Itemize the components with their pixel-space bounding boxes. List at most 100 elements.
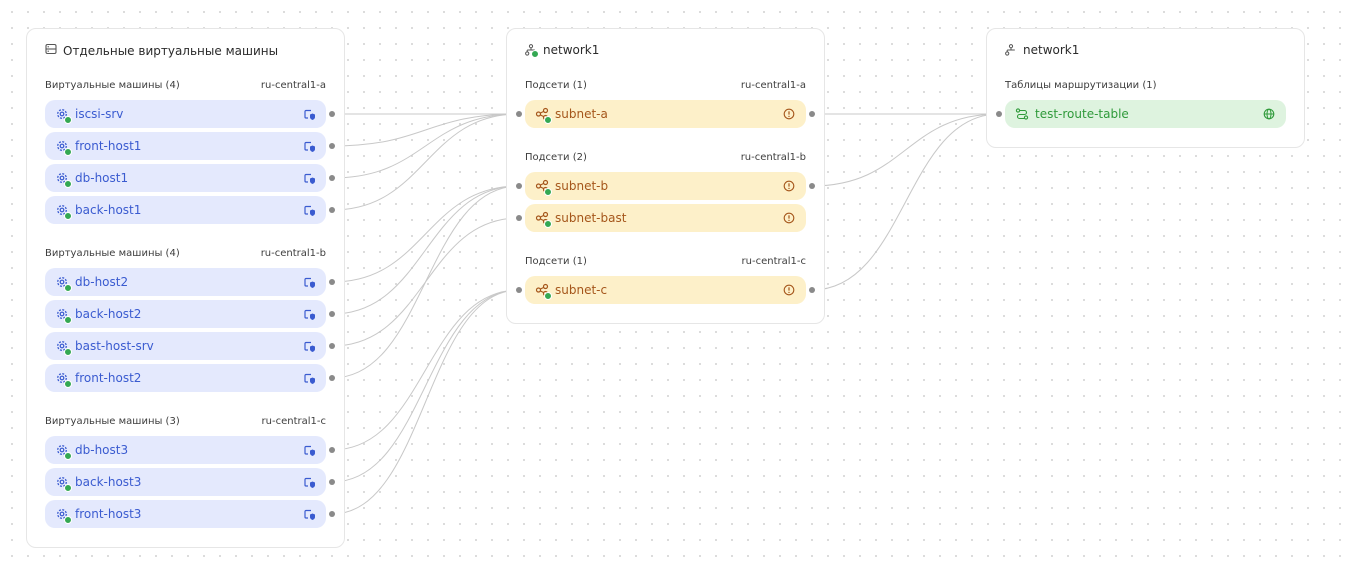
vm-name: front-host1	[75, 139, 142, 153]
zone-label: ru-central1-c	[741, 256, 806, 267]
security-group-icon[interactable]	[302, 307, 316, 321]
security-group-icon[interactable]	[302, 203, 316, 217]
vm-panel-title: Отдельные виртуальные машины	[45, 43, 278, 58]
vm-name: back-host2	[75, 307, 142, 321]
vm-group-title: Виртуальные машины (4)	[45, 248, 180, 259]
security-group-icon[interactable]	[302, 107, 316, 121]
output-port[interactable]	[329, 111, 335, 117]
route-panel-title: network1	[1005, 43, 1079, 57]
vm-node-front-host2[interactable]: front-host2	[45, 364, 335, 392]
vm-node-back-host2[interactable]: back-host2	[45, 300, 335, 328]
connection-line	[331, 113, 520, 179]
vm-name: db-host1	[75, 171, 129, 185]
output-port[interactable]	[329, 279, 335, 285]
zone-label: ru-central1-b	[740, 152, 806, 163]
subnet-node-subnet-a[interactable]: subnet-a	[516, 100, 815, 128]
vm-group-header-a: Виртуальные машины (4) ru-central1-a	[45, 80, 326, 91]
subnet-node-subnet-b[interactable]: subnet-b	[516, 172, 815, 200]
status-ok-dot	[64, 148, 72, 156]
subnet-name: subnet-a	[555, 107, 608, 121]
vm-node-front-host3[interactable]: front-host3	[45, 500, 335, 528]
output-port[interactable]	[329, 479, 335, 485]
vm-name: iscsi-srv	[75, 107, 124, 121]
zone-label: ru-central1-a	[740, 80, 806, 91]
route-table-node[interactable]: test-route-table	[996, 100, 1286, 128]
subnet-icon	[535, 107, 552, 124]
status-ok-dot	[64, 284, 72, 292]
vm-node-front-host1[interactable]: front-host1	[45, 132, 335, 160]
security-group-icon[interactable]	[302, 443, 316, 457]
input-port[interactable]	[516, 287, 522, 293]
vm-gear-icon	[55, 307, 72, 324]
vm-name: db-host3	[75, 443, 129, 457]
security-group-icon[interactable]	[302, 339, 316, 353]
info-icon[interactable]	[782, 107, 796, 121]
vm-node-db-host1[interactable]: db-host1	[45, 164, 335, 192]
subnet-node-subnet-bast[interactable]: subnet-bast	[516, 204, 806, 232]
network-name: network1	[543, 43, 600, 57]
status-ok-dot	[64, 316, 72, 324]
zone-label: ru-central1-c	[261, 416, 326, 427]
status-ok-dot	[544, 188, 552, 196]
output-port[interactable]	[329, 207, 335, 213]
network-panel: network1 Подсети (1) ru-central1-a subne…	[506, 28, 825, 324]
input-port[interactable]	[516, 111, 522, 117]
vm-gear-icon	[55, 139, 72, 156]
info-icon[interactable]	[782, 211, 796, 225]
security-group-icon[interactable]	[302, 371, 316, 385]
security-group-icon[interactable]	[302, 475, 316, 489]
output-port[interactable]	[329, 343, 335, 349]
subnet-node-subnet-c[interactable]: subnet-c	[516, 276, 815, 304]
network-icon	[1005, 44, 1017, 56]
vm-gear-icon	[55, 507, 72, 524]
connection-line	[331, 289, 520, 483]
security-group-icon[interactable]	[302, 507, 316, 521]
output-port[interactable]	[329, 311, 335, 317]
vm-node-iscsi-srv[interactable]: iscsi-srv	[45, 100, 335, 128]
vm-gear-icon	[55, 275, 72, 292]
vm-node-back-host3[interactable]: back-host3	[45, 468, 335, 496]
security-group-icon[interactable]	[302, 171, 316, 185]
vm-name: back-host3	[75, 475, 142, 489]
output-port[interactable]	[329, 143, 335, 149]
output-port[interactable]	[809, 287, 815, 293]
output-port[interactable]	[329, 375, 335, 381]
globe-icon[interactable]	[1262, 107, 1276, 121]
subnet-group-title: Подсети (1)	[525, 256, 587, 267]
connection-line	[331, 289, 520, 515]
input-port[interactable]	[516, 183, 522, 189]
status-ok-dot	[64, 348, 72, 356]
vm-node-bast-host-srv[interactable]: bast-host-srv	[45, 332, 335, 360]
connection-line	[331, 217, 520, 347]
subnet-group-title: Подсети (1)	[525, 80, 587, 91]
route-icon	[1015, 107, 1029, 121]
info-icon[interactable]	[782, 283, 796, 297]
output-port[interactable]	[809, 111, 815, 117]
info-icon[interactable]	[782, 179, 796, 193]
vm-node-db-host2[interactable]: db-host2	[45, 268, 335, 296]
connection-line	[331, 113, 520, 147]
input-port[interactable]	[516, 215, 522, 221]
subnet-icon	[535, 179, 552, 196]
vm-gear-icon	[55, 171, 72, 188]
output-port[interactable]	[329, 511, 335, 517]
output-port[interactable]	[809, 183, 815, 189]
security-group-icon[interactable]	[302, 139, 316, 153]
security-group-icon[interactable]	[302, 275, 316, 289]
input-port[interactable]	[996, 111, 1002, 117]
status-ok-dot	[64, 484, 72, 492]
zone-label: ru-central1-a	[260, 80, 326, 91]
vm-node-db-host3[interactable]: db-host3	[45, 436, 335, 464]
connection-line	[811, 113, 1000, 291]
status-ok-dot	[531, 50, 539, 58]
connection-line	[331, 185, 520, 283]
output-port[interactable]	[329, 175, 335, 181]
vm-group-title: Виртуальные машины (4)	[45, 80, 180, 91]
connection-line	[331, 113, 520, 211]
vm-node-back-host1[interactable]: back-host1	[45, 196, 335, 224]
vm-name: front-host3	[75, 507, 142, 521]
output-port[interactable]	[329, 447, 335, 453]
status-ok-dot	[64, 516, 72, 524]
vm-group-title: Виртуальные машины (3)	[45, 416, 180, 427]
status-ok-dot	[544, 116, 552, 124]
